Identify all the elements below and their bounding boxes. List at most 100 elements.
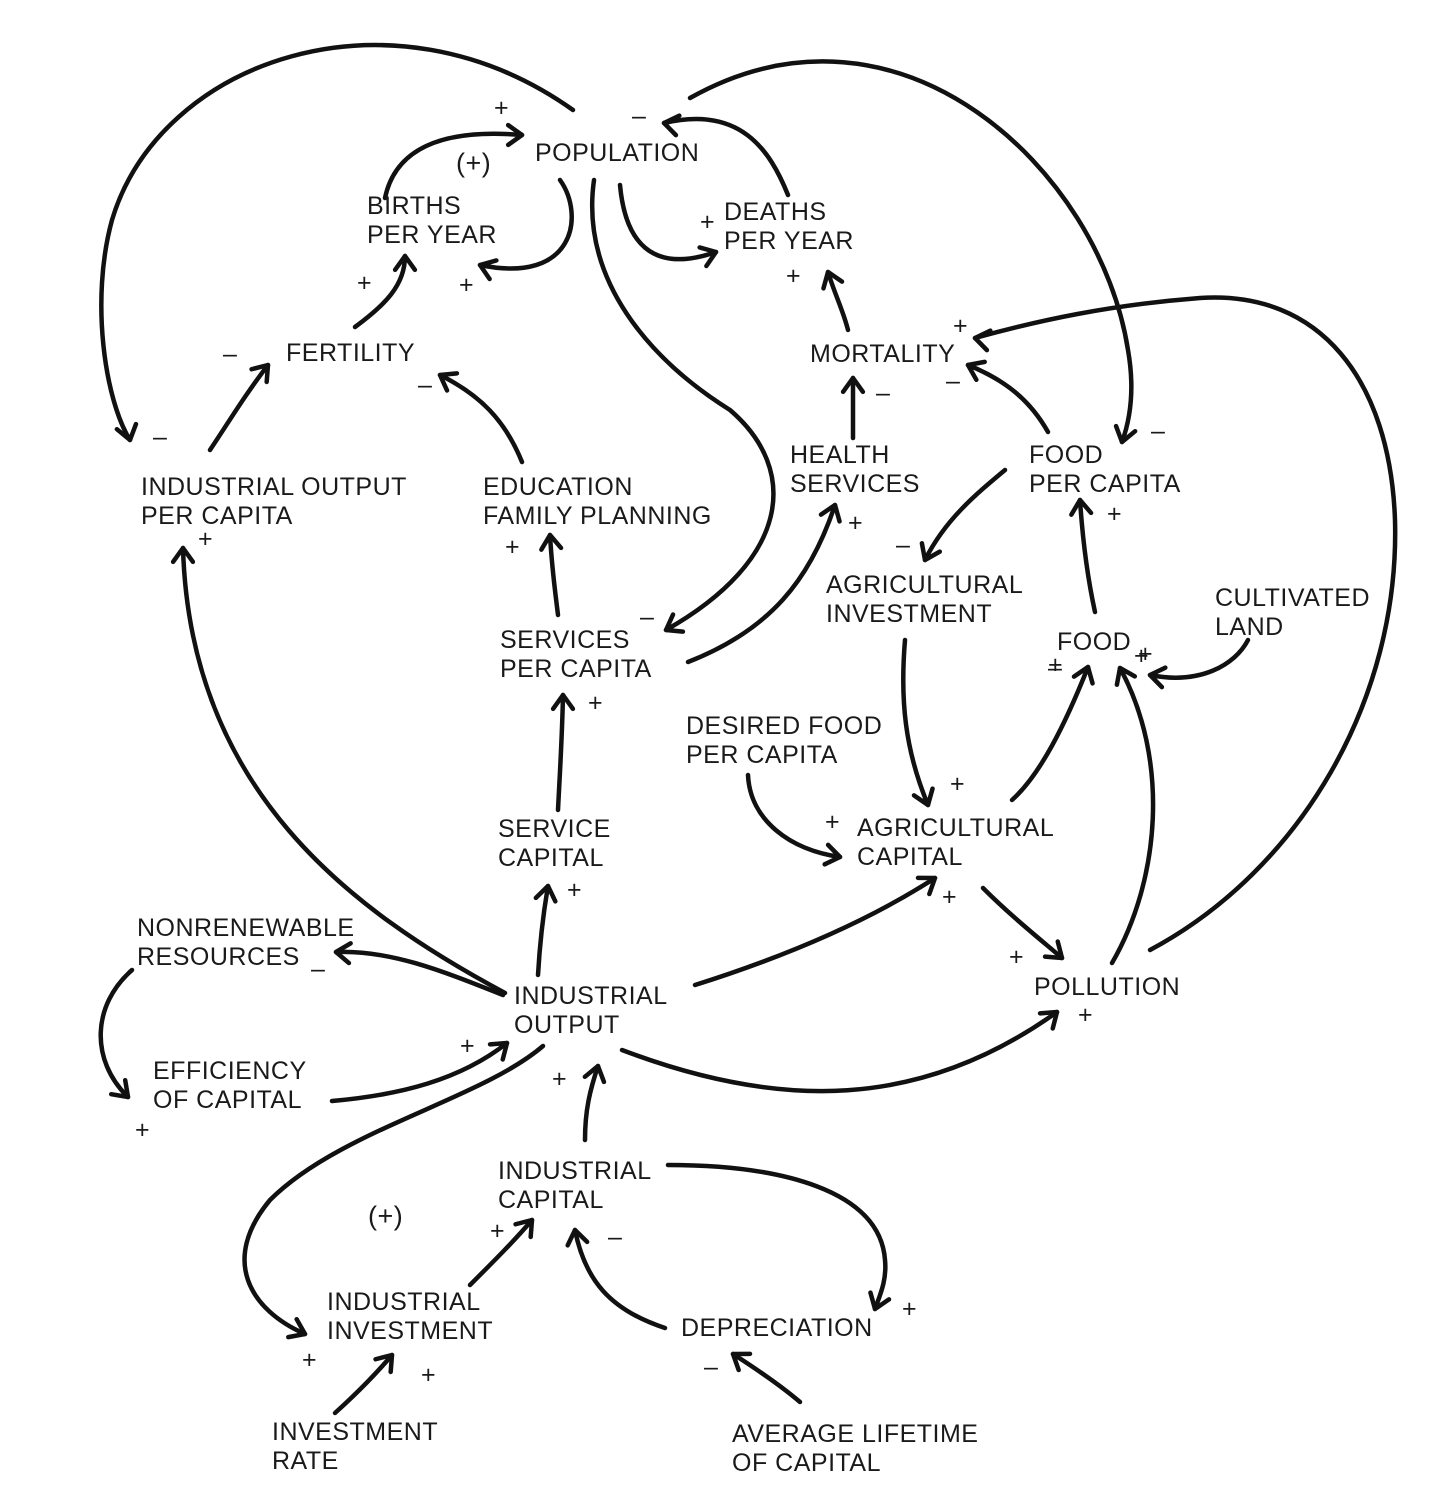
sign-food-inbound: + [1048, 651, 1064, 679]
sign-iopc-to-fertility: – [223, 340, 238, 368]
arrow-industrial-output-to-iopc [180, 545, 508, 996]
sign-investment-rate-to-investment: + [421, 1361, 437, 1389]
arrow-mortality-to-deaths [825, 269, 851, 333]
node-mortality: MORTALITY [810, 340, 956, 368]
node-food: FOOD [1057, 628, 1132, 656]
arrow-fertility-to-births-head [392, 253, 418, 273]
arrow-industrial-output-to-iopc-head [170, 545, 196, 565]
arrow-iopc-to-fertility [207, 362, 271, 453]
sign-agricultural-capital-to-food: – [1048, 654, 1063, 682]
sign-food-to-food-per-capita: + [1107, 500, 1123, 528]
node-services-per-capita: SERVICES PER CAPITA [500, 626, 652, 683]
arrow-industrial-output-to-service-capital [535, 883, 551, 978]
arrow-population-to-iopc [99, 42, 576, 443]
sign-lifetime-to-depreciation: – [704, 1353, 719, 1381]
arrow-lifetime-to-depreciation-head [730, 1351, 753, 1373]
arrow-industrial-output-to-investment-head [286, 1316, 308, 1340]
arrow-depreciation-to-industrial-capital-head [565, 1227, 590, 1248]
arrow-industrial-output-to-service-capital-head [533, 883, 558, 904]
node-nonrenewable-resources: NONRENEWABLE RESOURCES [137, 914, 355, 971]
sign-industrial-capital-to-industrial-output: + [552, 1065, 568, 1093]
node-food-per-capita: FOOD PER CAPITA [1029, 441, 1181, 498]
arrow-industrial-capital-to-depreciation [665, 1162, 888, 1312]
arrow-industrial-output-to-nonrenewable-head [333, 941, 353, 966]
arrow-investment-to-industrial-capital [467, 1217, 535, 1288]
sign-industrial-output-to-investment: + [302, 1346, 318, 1374]
arrow-food-to-food-per-capita [1077, 497, 1098, 615]
arrow-education-to-fertility-head [437, 371, 460, 393]
arrow-population-to-services-per-capita-head [663, 612, 686, 634]
node-agricultural-capital: AGRICULTURAL CAPITAL [857, 814, 1055, 871]
node-pollution: POLLUTION [1034, 973, 1181, 1001]
arrow-food-per-capita-to-mortality [965, 362, 1051, 435]
arrow-depreciation-to-industrial-capital [572, 1227, 668, 1331]
arrow-pollution-to-mortality-head [972, 328, 993, 353]
loop-marker-industrial-capital: (+) [368, 1201, 404, 1231]
arrow-pollution-to-food [1109, 665, 1156, 966]
node-health-services: HEALTH SERVICES [790, 441, 920, 498]
arrow-nonrenewable-to-efficiency-head [108, 1077, 131, 1100]
node-depreciation: DEPRECIATION [681, 1314, 873, 1342]
sign-agricultural-investment-to-capital: + [950, 770, 966, 798]
arrow-desired-food-to-agricultural-capital [745, 772, 843, 860]
sign-cultivated-land-to-food: + [1134, 642, 1150, 670]
sign-industrial-capital-to-depreciation: + [902, 1295, 918, 1323]
node-fertility: FERTILITY [286, 339, 416, 367]
sign-population-to-births: + [459, 271, 475, 299]
arrow-population-to-food-per-capita-head [1113, 423, 1138, 445]
arrow-services-to-education-head [539, 532, 564, 552]
node-average-lifetime-of-capital: AVERAGE LIFETIME OF CAPITAL [732, 1420, 979, 1477]
node-desired-food-per-capita: DESIRED FOOD PER CAPITA [686, 712, 883, 769]
loop-marker-population: (+) [456, 148, 492, 178]
node-deaths-per-year: DEATHS PER YEAR [724, 198, 854, 255]
sign-pollution-to-food: + [1138, 640, 1154, 668]
arrow-industrial-output-to-pollution [619, 1009, 1060, 1094]
node-births-per-year: BIRTHS PER YEAR [367, 192, 497, 249]
sign-services-to-health: + [848, 509, 864, 537]
arrow-services-to-education [547, 532, 561, 618]
arrow-industrial-output-to-agricultural-capital-head [915, 875, 938, 897]
sign-food-per-capita-to-mortality: – [946, 367, 961, 395]
arrow-agricultural-investment-to-capital [900, 637, 931, 808]
arrow-service-capital-to-services-head [550, 692, 576, 712]
sign-health-to-mortality: – [876, 379, 891, 407]
arrow-pollution-to-food-head [1114, 665, 1138, 687]
arrow-population-to-deaths [617, 182, 719, 262]
arrow-deaths-to-population-head [661, 113, 682, 138]
node-industrial-output: INDUSTRIAL OUTPUT [514, 982, 668, 1039]
arrow-investment-to-industrial-capital-head [513, 1217, 535, 1240]
arrow-industrial-capital-to-depreciation-head [868, 1290, 892, 1312]
arrow-investment-rate-to-investment-head [373, 1352, 395, 1375]
arrow-population-to-deaths-head [697, 245, 719, 269]
arrow-fertility-to-births [352, 253, 408, 330]
arrow-births-to-population [382, 131, 525, 201]
node-industrial-output-per-capita: INDUSTRIAL OUTPUT PER CAPITA [141, 473, 407, 530]
sign-agricultural-capital-to-pollution: + [1009, 943, 1025, 971]
arrow-mortality-to-deaths-head [821, 269, 845, 291]
sign-industrial-output-to-agricultural-capital: + [942, 883, 958, 911]
sign-nonrenewable-to-efficiency: + [135, 1116, 151, 1144]
arrow-efficiency-to-industrial-output-head [487, 1040, 510, 1062]
sign-investment-to-industrial-capital: + [490, 1217, 506, 1245]
sign-population-to-iopc: – [153, 423, 168, 451]
arrow-births-to-population-head [505, 122, 525, 148]
sign-industrial-output-to-pollution: + [1078, 1001, 1094, 1029]
arrow-services-to-health [685, 502, 838, 665]
sign-population-to-food-per-capita: – [1151, 417, 1166, 445]
sign-industrial-output-to-service-capital: + [567, 876, 583, 904]
sign-deaths-to-population: – [632, 102, 647, 130]
sign-mortality-to-deaths: + [786, 262, 802, 290]
sign-efficiency-to-industrial-output: + [460, 1032, 476, 1060]
arrow-industrial-capital-to-industrial-output-head [582, 1063, 607, 1085]
arrow-population-to-services-per-capita [590, 177, 776, 633]
arrow-food-to-food-per-capita-head [1069, 497, 1094, 517]
sign-fertility-to-births: + [357, 269, 373, 297]
arrow-industrial-capital-to-industrial-output [582, 1063, 601, 1143]
arrow-efficiency-to-industrial-output [329, 1040, 510, 1104]
arrow-population-to-iopc-head [114, 421, 139, 443]
arrow-agricultural-capital-to-pollution-head [1042, 939, 1065, 961]
arrow-service-capital-to-services [555, 692, 566, 813]
sign-industrial-output-to-nonrenewable: – [311, 955, 326, 983]
arrow-lifetime-to-depreciation [730, 1351, 803, 1405]
